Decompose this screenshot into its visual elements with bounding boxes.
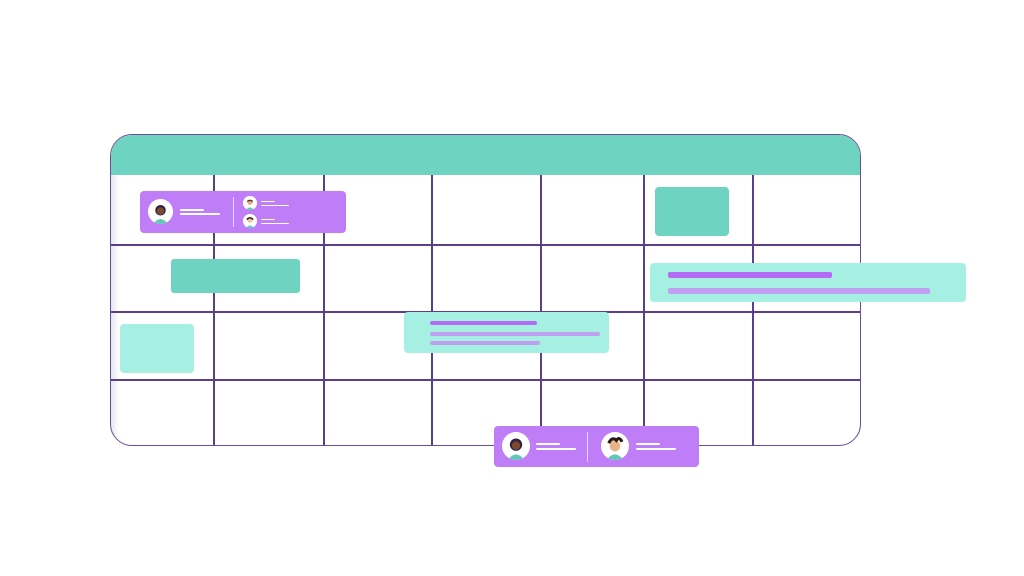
assignment-card-bottom[interactable]: [494, 426, 699, 467]
text-line: [261, 201, 275, 202]
text-line: [261, 205, 289, 206]
event-title-bar: [668, 272, 832, 278]
text-line: [180, 213, 220, 215]
event-block-light-teal[interactable]: [120, 324, 194, 373]
person-avatar-icon: [243, 196, 257, 210]
event-block-teal[interactable]: [171, 259, 300, 293]
text-line: [636, 443, 660, 445]
left-edge-shadow: [111, 175, 119, 445]
grid-column-divider: [643, 175, 645, 445]
card-divider: [233, 197, 234, 227]
grid-row-divider: [111, 244, 860, 246]
event-card-wide[interactable]: [650, 263, 966, 302]
event-detail-bar: [430, 332, 600, 336]
event-detail-bar: [668, 288, 930, 294]
assignment-card-top[interactable]: [140, 191, 346, 233]
person-avatar-icon: [502, 432, 530, 460]
event-title-bar: [430, 321, 537, 325]
grid-column-divider: [752, 175, 754, 445]
event-block-teal[interactable]: [655, 187, 729, 236]
text-line: [636, 448, 676, 450]
text-line: [261, 223, 289, 224]
text-line: [536, 443, 560, 445]
text-line: [536, 448, 576, 450]
grid-column-divider: [323, 175, 325, 445]
grid-row-divider: [111, 311, 860, 313]
text-line: [261, 219, 275, 220]
grid-column-divider: [431, 175, 433, 445]
person-avatar-icon: [601, 432, 629, 460]
person-avatar-icon: [148, 199, 173, 224]
event-detail-bar: [430, 341, 540, 345]
text-line: [180, 209, 204, 211]
calendar-header: [111, 135, 860, 175]
person-avatar-icon: [243, 214, 257, 228]
grid-column-divider: [213, 175, 215, 445]
card-divider: [587, 432, 588, 462]
grid-column-divider: [540, 175, 542, 445]
event-card-middle[interactable]: [404, 312, 609, 353]
grid-row-divider: [111, 379, 860, 381]
